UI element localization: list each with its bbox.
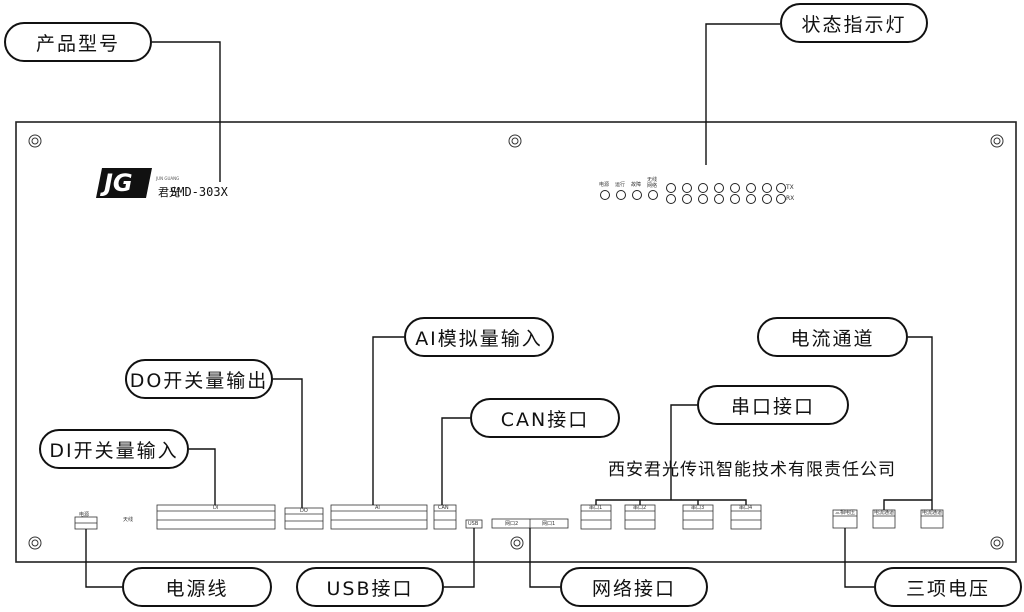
serial-terminal-4 — [730, 504, 762, 530]
callout-di-input: DI开关量输入 — [39, 429, 189, 469]
net2-terminal-label: 网口2 — [505, 521, 519, 527]
callout-serial-port: 串口接口 — [697, 385, 849, 425]
leader-product-model — [152, 41, 221, 182]
leader-usb — [444, 528, 475, 588]
do-terminal-label: DO — [300, 508, 308, 514]
callout-ai-input: AI模拟量输入 — [404, 317, 554, 357]
network-terminal — [491, 518, 569, 529]
net1-terminal-label: 网口1 — [542, 521, 556, 527]
led-label-rx: RX — [786, 195, 795, 202]
callout-status-leds: 状态指示灯 — [780, 3, 928, 43]
leader-ai — [372, 336, 404, 505]
leader-can — [441, 417, 470, 505]
leader-current-left — [883, 499, 932, 510]
can-terminal — [433, 504, 457, 530]
antenna-label: 天线 — [123, 517, 134, 523]
leader-serial-main — [670, 404, 697, 500]
callout-three-phase-voltage: 三项电压 — [874, 567, 1022, 607]
status-led-group — [600, 183, 786, 204]
di-terminal — [156, 504, 276, 530]
power-terminal-label: 电源 — [79, 512, 90, 518]
voltage-terminal-label: 三相电压 — [835, 510, 856, 516]
leader-di — [189, 448, 216, 505]
led-label-fault: 故障 — [631, 182, 642, 188]
callout-current-channel: 电流通道 — [757, 317, 908, 357]
led-label-run: 运行 — [615, 182, 626, 188]
mounting-screw-icon — [28, 134, 1004, 550]
ai-terminal — [330, 504, 428, 530]
logo-subtitle: JUN GUANG — [156, 176, 180, 181]
leader-current-right — [908, 336, 933, 510]
logo: JG — [104, 169, 133, 197]
current1-terminal-label: 电流通道 — [874, 510, 895, 516]
callout-can-port: CAN接口 — [470, 398, 620, 438]
brand-name: 君光 — [158, 186, 180, 199]
led-label-wireless: 无线 网络 — [647, 177, 658, 189]
logo-shape — [96, 168, 152, 198]
callout-product-model: 产品型号 — [4, 22, 152, 62]
leader-lines — [85, 23, 933, 588]
ai-terminal-label: AI — [375, 505, 380, 511]
callout-usb-port: USB接口 — [296, 567, 444, 607]
leader-status-leds — [705, 23, 780, 165]
leader-power — [85, 529, 122, 588]
current2-terminal-label: 电流通道 — [922, 510, 943, 516]
com1-terminal-label: 串口1 — [589, 505, 603, 511]
leader-do — [273, 378, 303, 508]
leader-serial-bar — [595, 499, 747, 505]
led-label-tx: TX — [786, 184, 794, 191]
di-terminal-label: DI — [213, 505, 219, 511]
serial-terminal-3 — [682, 504, 714, 530]
power-terminal — [74, 516, 98, 530]
model-number: SMD-303X — [170, 185, 228, 199]
leader-voltage — [844, 528, 874, 588]
voltage-terminal — [832, 509, 858, 529]
led-label-power: 电源 — [599, 182, 610, 188]
leader-network — [529, 528, 560, 588]
serial-terminal-1 — [580, 504, 612, 530]
com3-terminal-label: 串口3 — [691, 505, 705, 511]
com2-terminal-label: 串口2 — [633, 505, 647, 511]
callout-do-output: DO开关量输出 — [125, 359, 273, 399]
can-terminal-label: CAN — [438, 505, 449, 511]
usb-terminal-label: USB — [468, 521, 479, 527]
callout-network-port: 网络接口 — [560, 567, 708, 607]
company-name: 西安君光传讯智能技术有限责任公司 — [608, 460, 896, 480]
com4-terminal-label: 串口4 — [739, 505, 753, 511]
serial-terminal-2 — [624, 504, 656, 530]
callout-power-line: 电源线 — [122, 567, 272, 607]
do-terminal — [284, 507, 324, 530]
panel-outline — [15, 121, 1017, 563]
